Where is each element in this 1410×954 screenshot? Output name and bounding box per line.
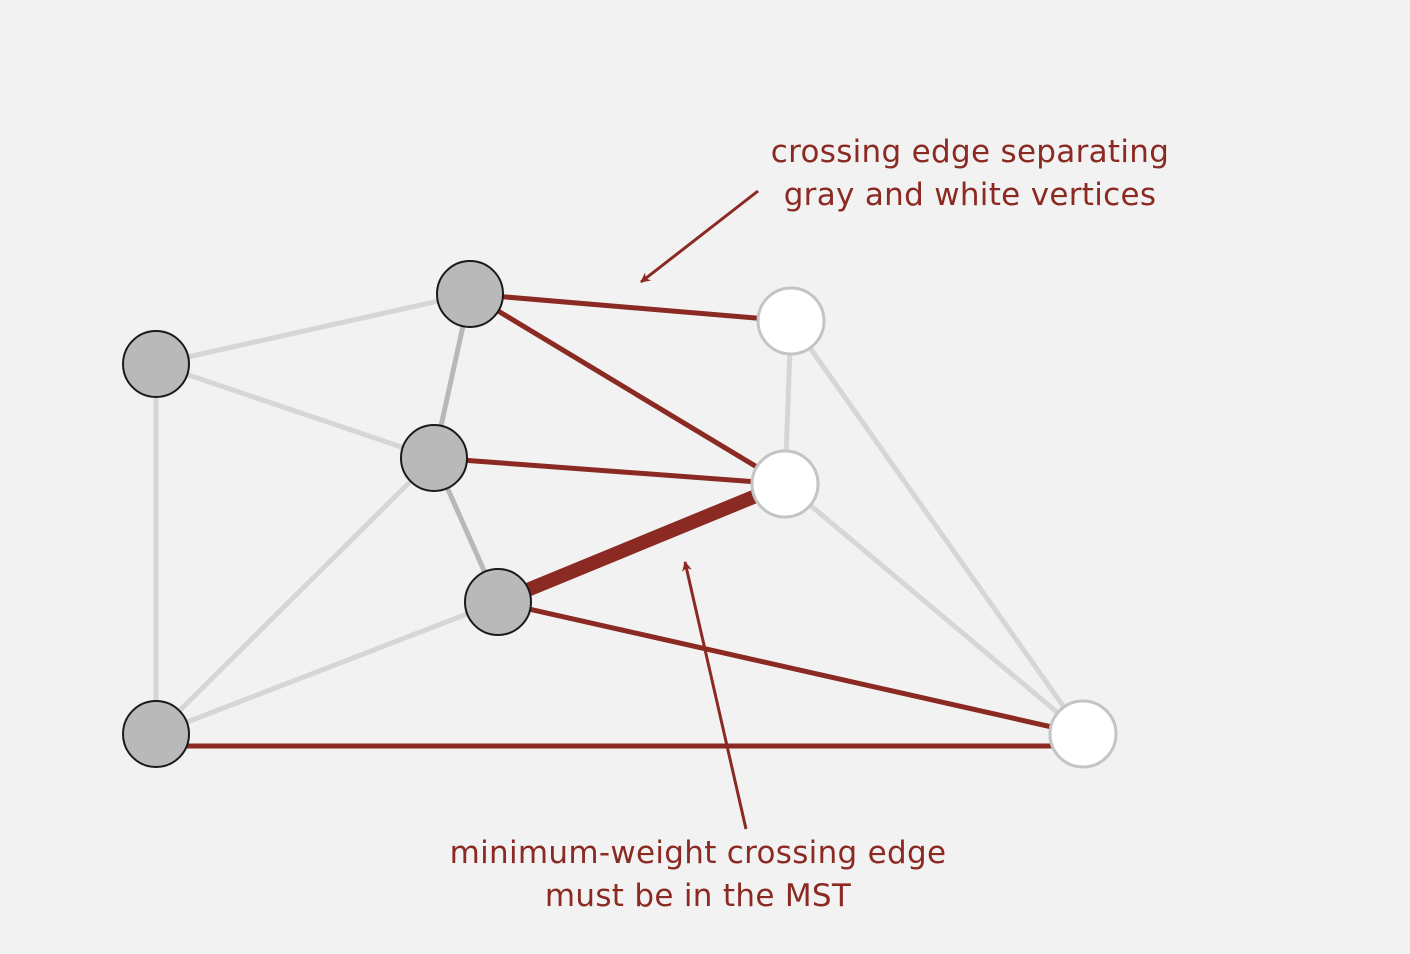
crossing-edge-label-line1: crossing edge separating xyxy=(770,134,1170,170)
vertex-white-w2 xyxy=(750,449,820,519)
vertex-gray-g2 xyxy=(436,260,504,328)
edge-g4-w2-min-weight xyxy=(495,477,788,609)
edge-w1-w3 xyxy=(788,319,1086,736)
edge-g1-g3 xyxy=(155,361,435,461)
vertices xyxy=(122,260,1118,769)
vertex-gray-g1 xyxy=(122,330,190,398)
annotation-arrows xyxy=(640,189,759,830)
min-weight-edge-label: minimum-weight crossing edge must be in … xyxy=(428,832,968,918)
crossing-edge-arrow xyxy=(640,189,759,284)
vertex-gray-g5 xyxy=(122,700,190,768)
edge-g3-g5 xyxy=(154,456,436,736)
vertex-white-w1 xyxy=(756,286,826,356)
edge-g2-w2-crossing xyxy=(468,291,787,487)
min-weight-edge-label-line1: minimum-weight crossing edge xyxy=(449,835,947,871)
edge-g3-w2-crossing xyxy=(433,455,786,487)
edge-g2-w1-crossing xyxy=(469,291,792,324)
min-weight-edge-label-line2: must be in the MST xyxy=(544,878,852,914)
edges xyxy=(153,291,1086,749)
edge-g1-g2 xyxy=(155,291,471,367)
vertex-gray-g4 xyxy=(464,568,532,636)
edge-w2-w3 xyxy=(783,482,1085,736)
crossing-edge-label: crossing edge separating gray and white … xyxy=(750,131,1190,217)
crossing-edge-label-line2: gray and white vertices xyxy=(783,177,1157,213)
edge-g4-g5 xyxy=(155,599,499,737)
edge-g4-w3-crossing xyxy=(497,599,1084,737)
min-weight-edge-arrow xyxy=(682,561,748,830)
vertex-white-w3 xyxy=(1048,699,1118,769)
vertex-gray-g3 xyxy=(400,424,468,492)
